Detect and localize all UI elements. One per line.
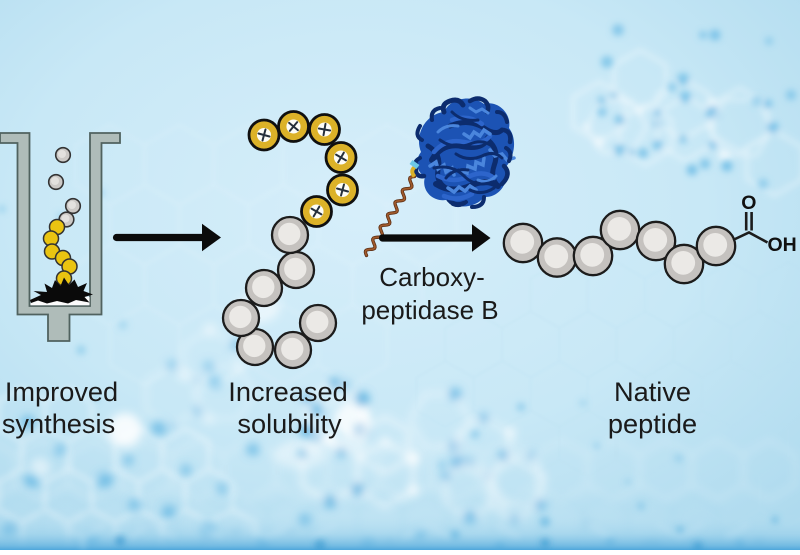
svg-text:Improved: Improved xyxy=(5,376,118,407)
svg-text:Increased: Increased xyxy=(228,376,347,407)
svg-text:solubility: solubility xyxy=(237,408,342,439)
svg-text:OH: OH xyxy=(768,234,797,256)
svg-text:peptide: peptide xyxy=(608,408,697,439)
svg-text:synthesis: synthesis xyxy=(2,408,115,439)
svg-text:peptidase B: peptidase B xyxy=(361,295,498,325)
svg-text:Carboxy-: Carboxy- xyxy=(379,262,484,292)
svg-text:O: O xyxy=(741,192,756,214)
svg-text:Native: Native xyxy=(614,376,691,407)
